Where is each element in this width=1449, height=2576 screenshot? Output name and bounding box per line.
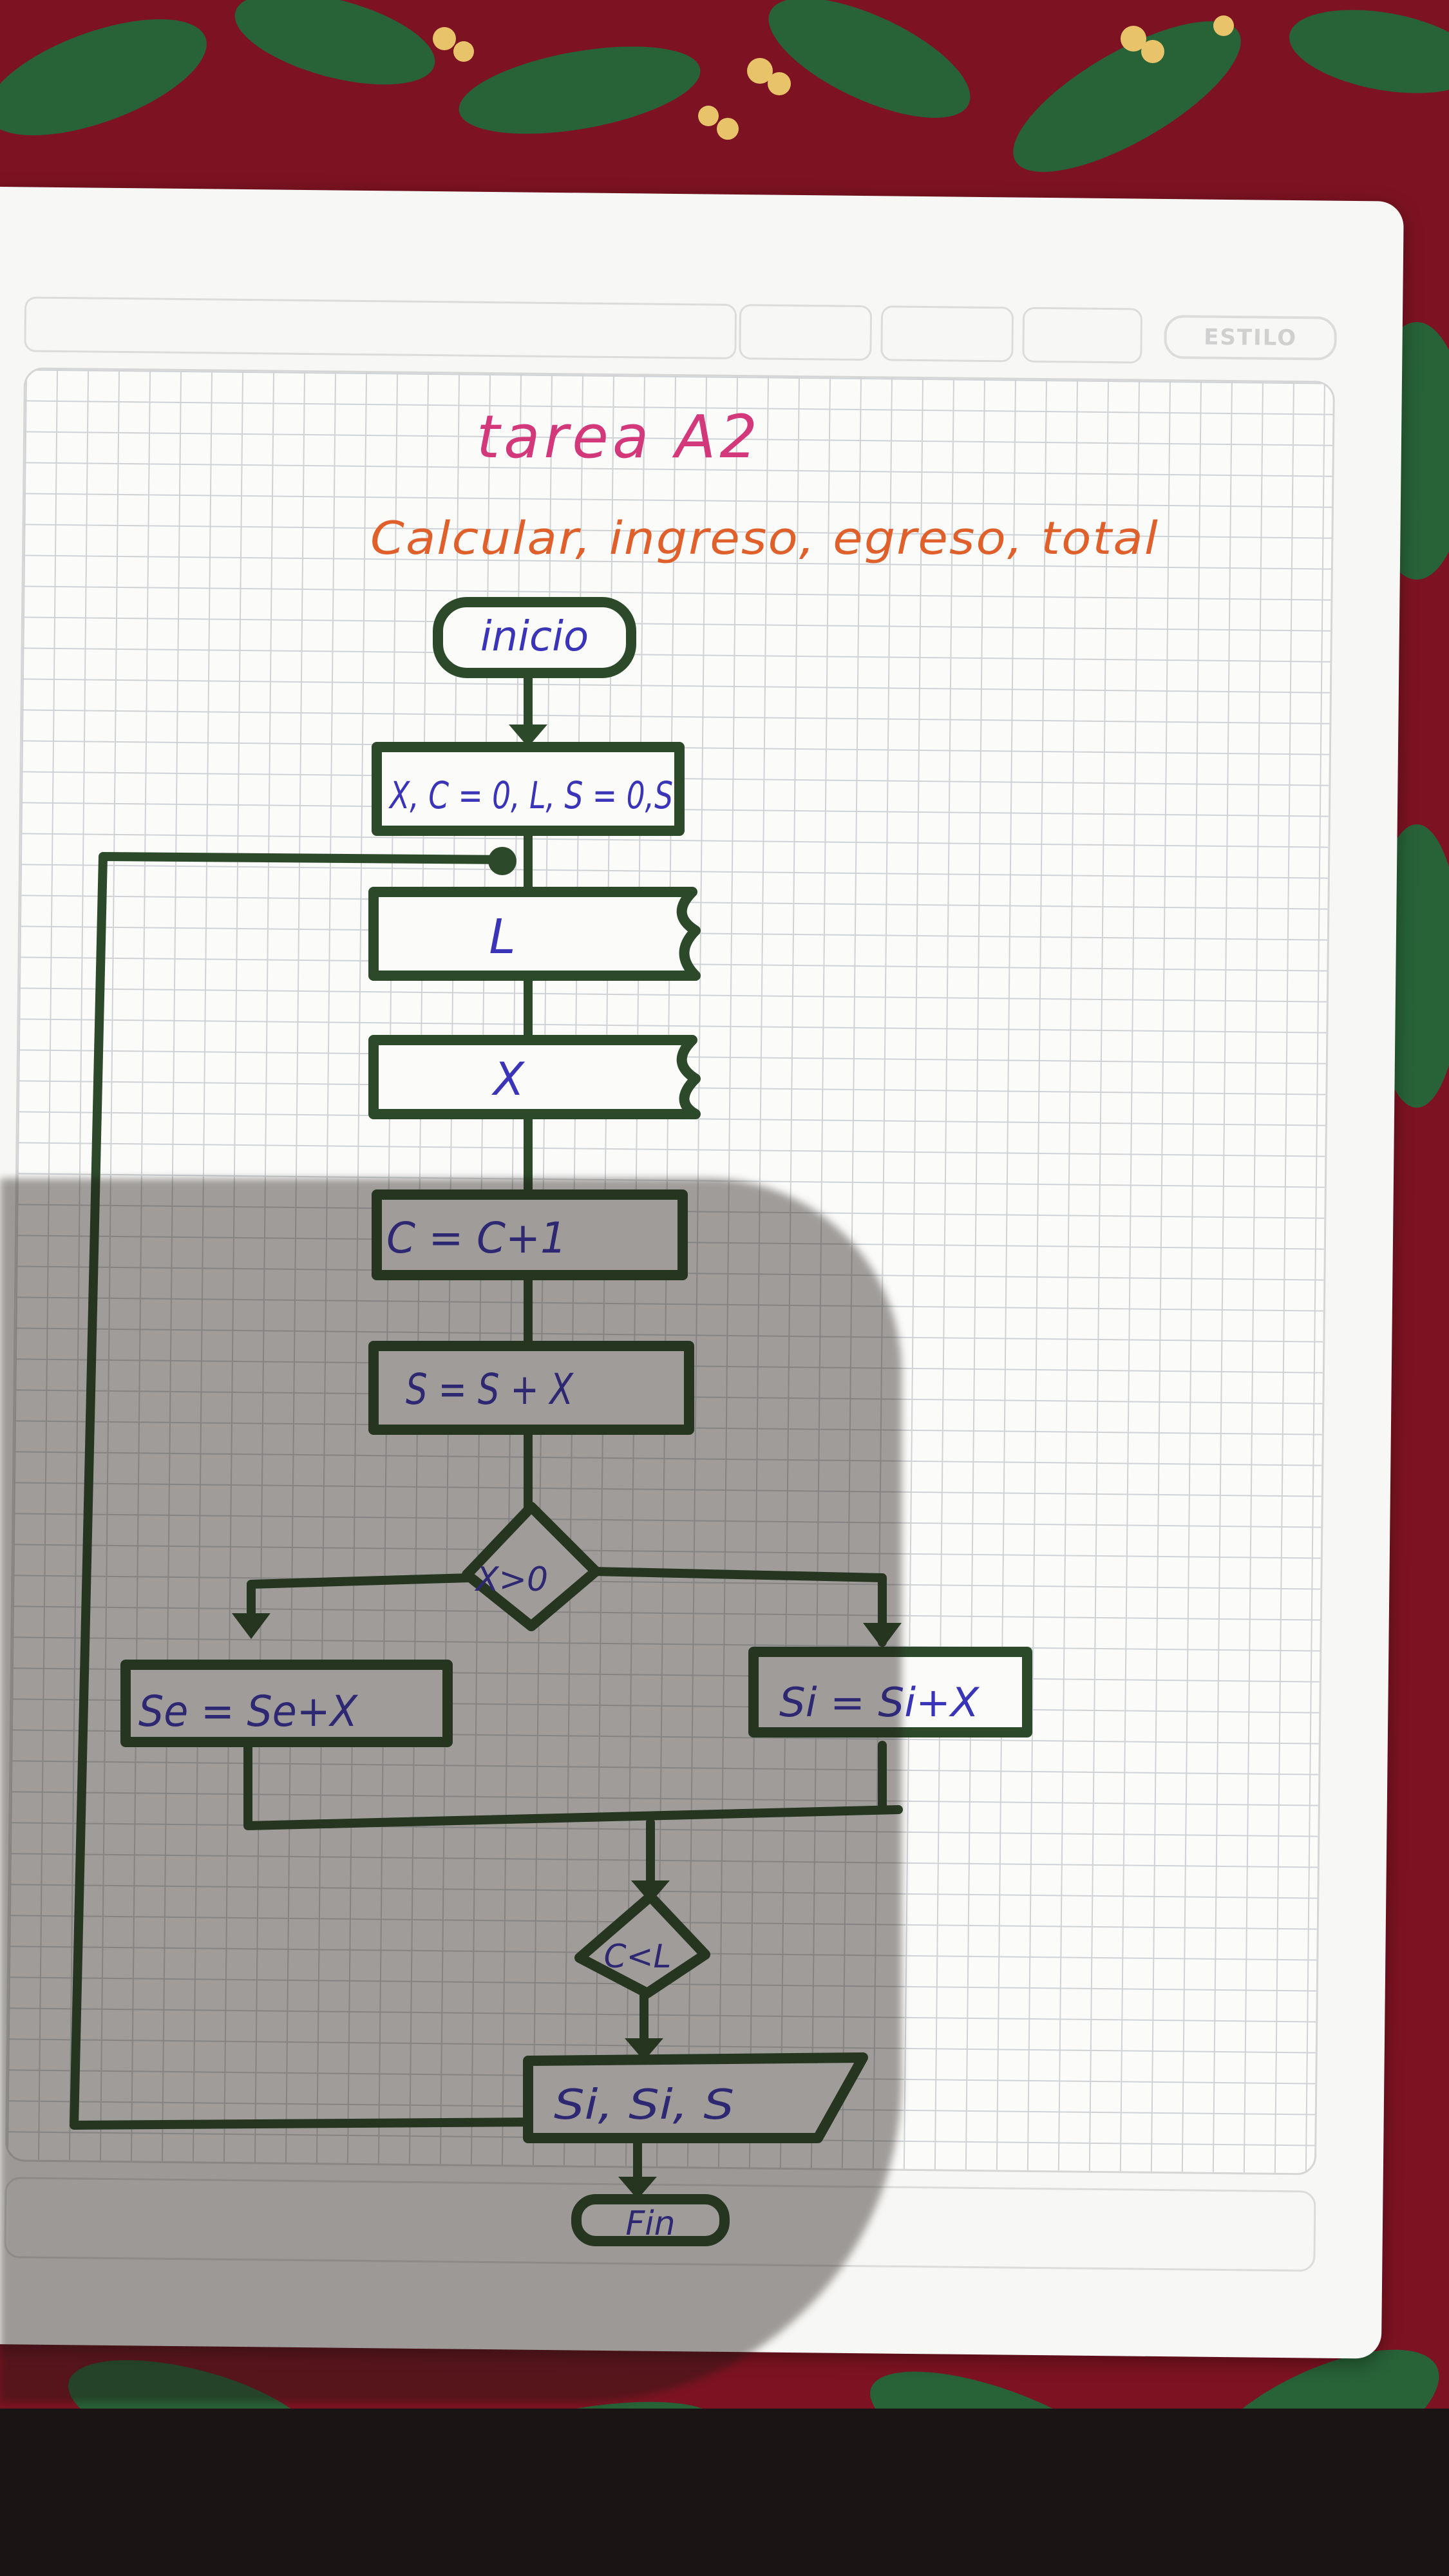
egreso-box [120, 1660, 453, 1747]
connector-merge-left [243, 1741, 903, 1830]
arrow-head [625, 2038, 663, 2061]
start-terminator [433, 597, 636, 678]
connector-true [588, 1567, 887, 1647]
arrow-head [863, 1623, 902, 1649]
loop-back-line [70, 852, 539, 2130]
end-label: Fin [625, 2204, 675, 2243]
decision-c-diamond [574, 1891, 710, 1998]
decision-c-label: C<L [604, 1938, 672, 1975]
end-terminator [571, 2194, 730, 2246]
input-l-label: L [489, 909, 515, 965]
decision-x-diamond [462, 1502, 601, 1631]
input-x-label: X [491, 1053, 526, 1106]
connector-false [247, 1573, 475, 1634]
init-label: X, C = 0, L, S = 0,S [388, 773, 673, 817]
arrow-head [488, 847, 516, 875]
decision-x-label: X>0 [474, 1560, 548, 1599]
sum-s-label: S = S + X [406, 1365, 574, 1414]
ingreso-label: Si = Si+X [779, 1679, 980, 1726]
output-box [523, 2052, 868, 2143]
sum-s-box [368, 1341, 694, 1435]
start-label: inicio [480, 613, 589, 661]
page-title: tarea A2 [477, 402, 761, 471]
input-x-box [368, 1035, 701, 1119]
input-l-box [368, 887, 701, 981]
increment-c-label: C = C+1 [386, 1213, 567, 1263]
table-edge [0, 2409, 1449, 2576]
arrow-head [509, 724, 547, 747]
output-label: Si, Si, S [554, 2081, 734, 2129]
page-subtitle: Calcular, ingreso, egreso, total [370, 512, 1159, 565]
arrow-head [618, 2177, 657, 2199]
increment-c-box [372, 1189, 688, 1280]
egreso-label: Se = Se+X [138, 1687, 359, 1736]
ingreso-box [748, 1647, 1032, 1738]
arrow-head [232, 1613, 270, 1639]
init-process-box [372, 742, 685, 836]
